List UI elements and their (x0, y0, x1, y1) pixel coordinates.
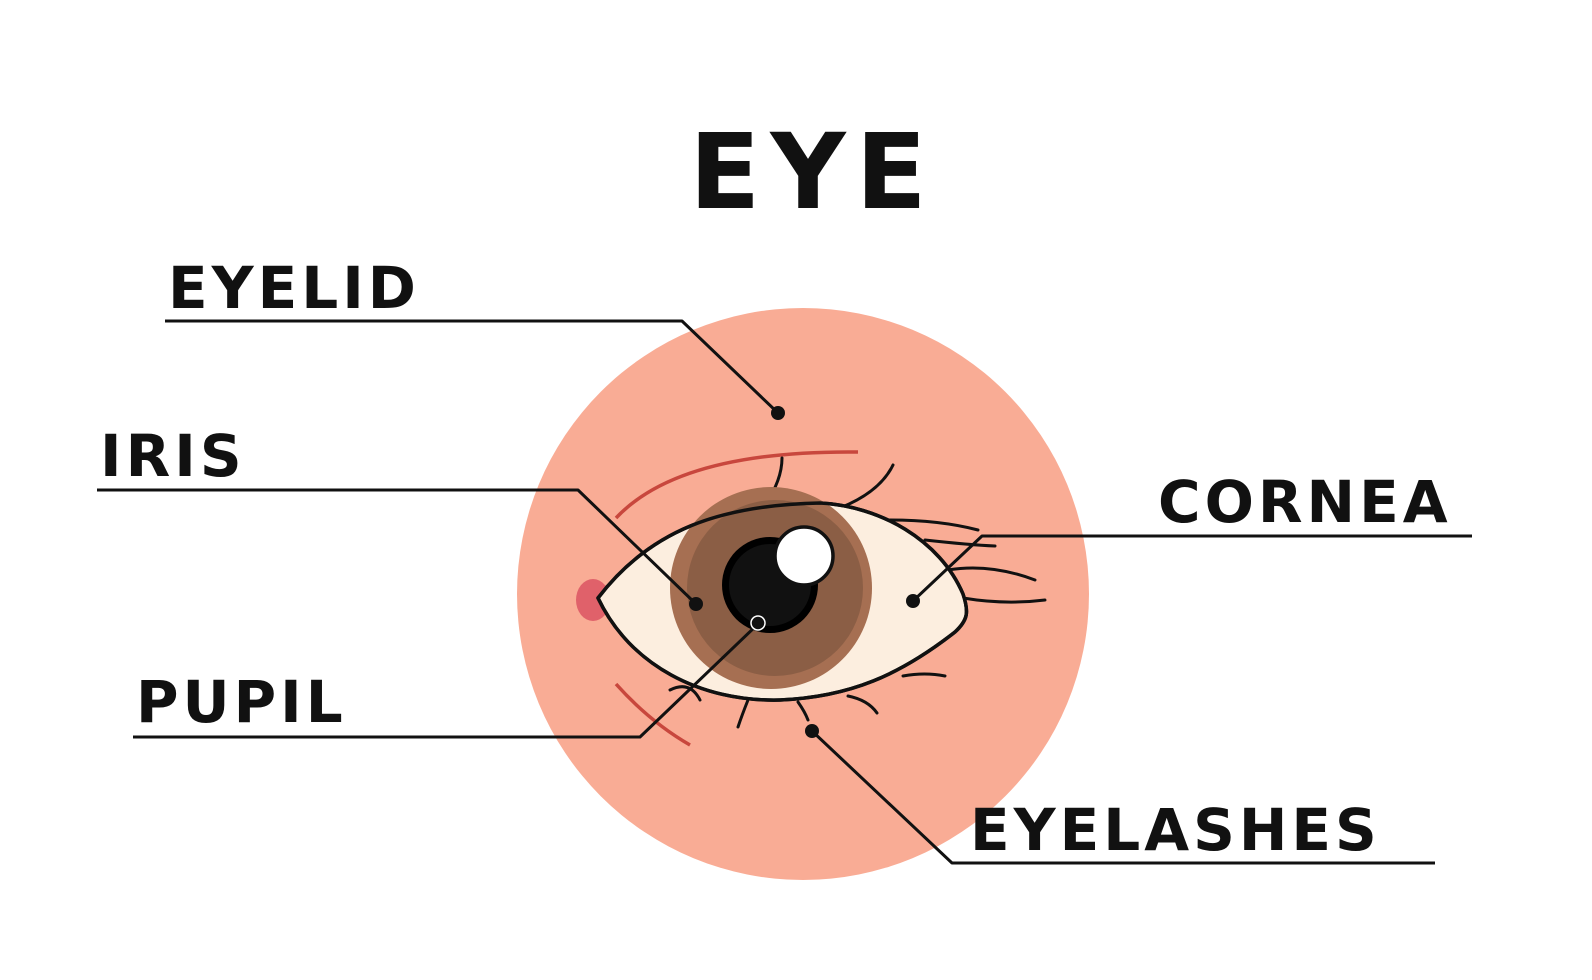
label-iris: IRIS (100, 422, 246, 490)
pointer-dot-eyelid (771, 406, 785, 420)
leader-line-eyelashes (810, 729, 1435, 865)
pointer-dot-cornea (906, 594, 920, 608)
pointer-dot-iris (689, 597, 703, 611)
pointer-dot-pupil (750, 615, 766, 631)
upper-eyelid-crease (614, 450, 859, 520)
label-eyelid: EYELID (168, 254, 420, 322)
label-cornea: CORNEA (1158, 468, 1452, 536)
tear-duct (576, 579, 610, 621)
leader-line-eyelid (165, 319, 780, 415)
leader-line-iris (97, 488, 698, 606)
eye-outline (596, 501, 969, 702)
lower-eyelid-crease (614, 682, 691, 747)
leader-line-cornea (911, 534, 1472, 603)
light-reflection (773, 525, 835, 587)
label-eyelashes: EYELASHES (970, 796, 1381, 864)
diagram-title: EYE (689, 111, 936, 233)
pointer-dot-eyelashes (805, 724, 819, 738)
label-pupil: PUPIL (136, 668, 347, 736)
leader-line-pupil (133, 622, 760, 739)
lower-eyelashes (668, 672, 947, 729)
